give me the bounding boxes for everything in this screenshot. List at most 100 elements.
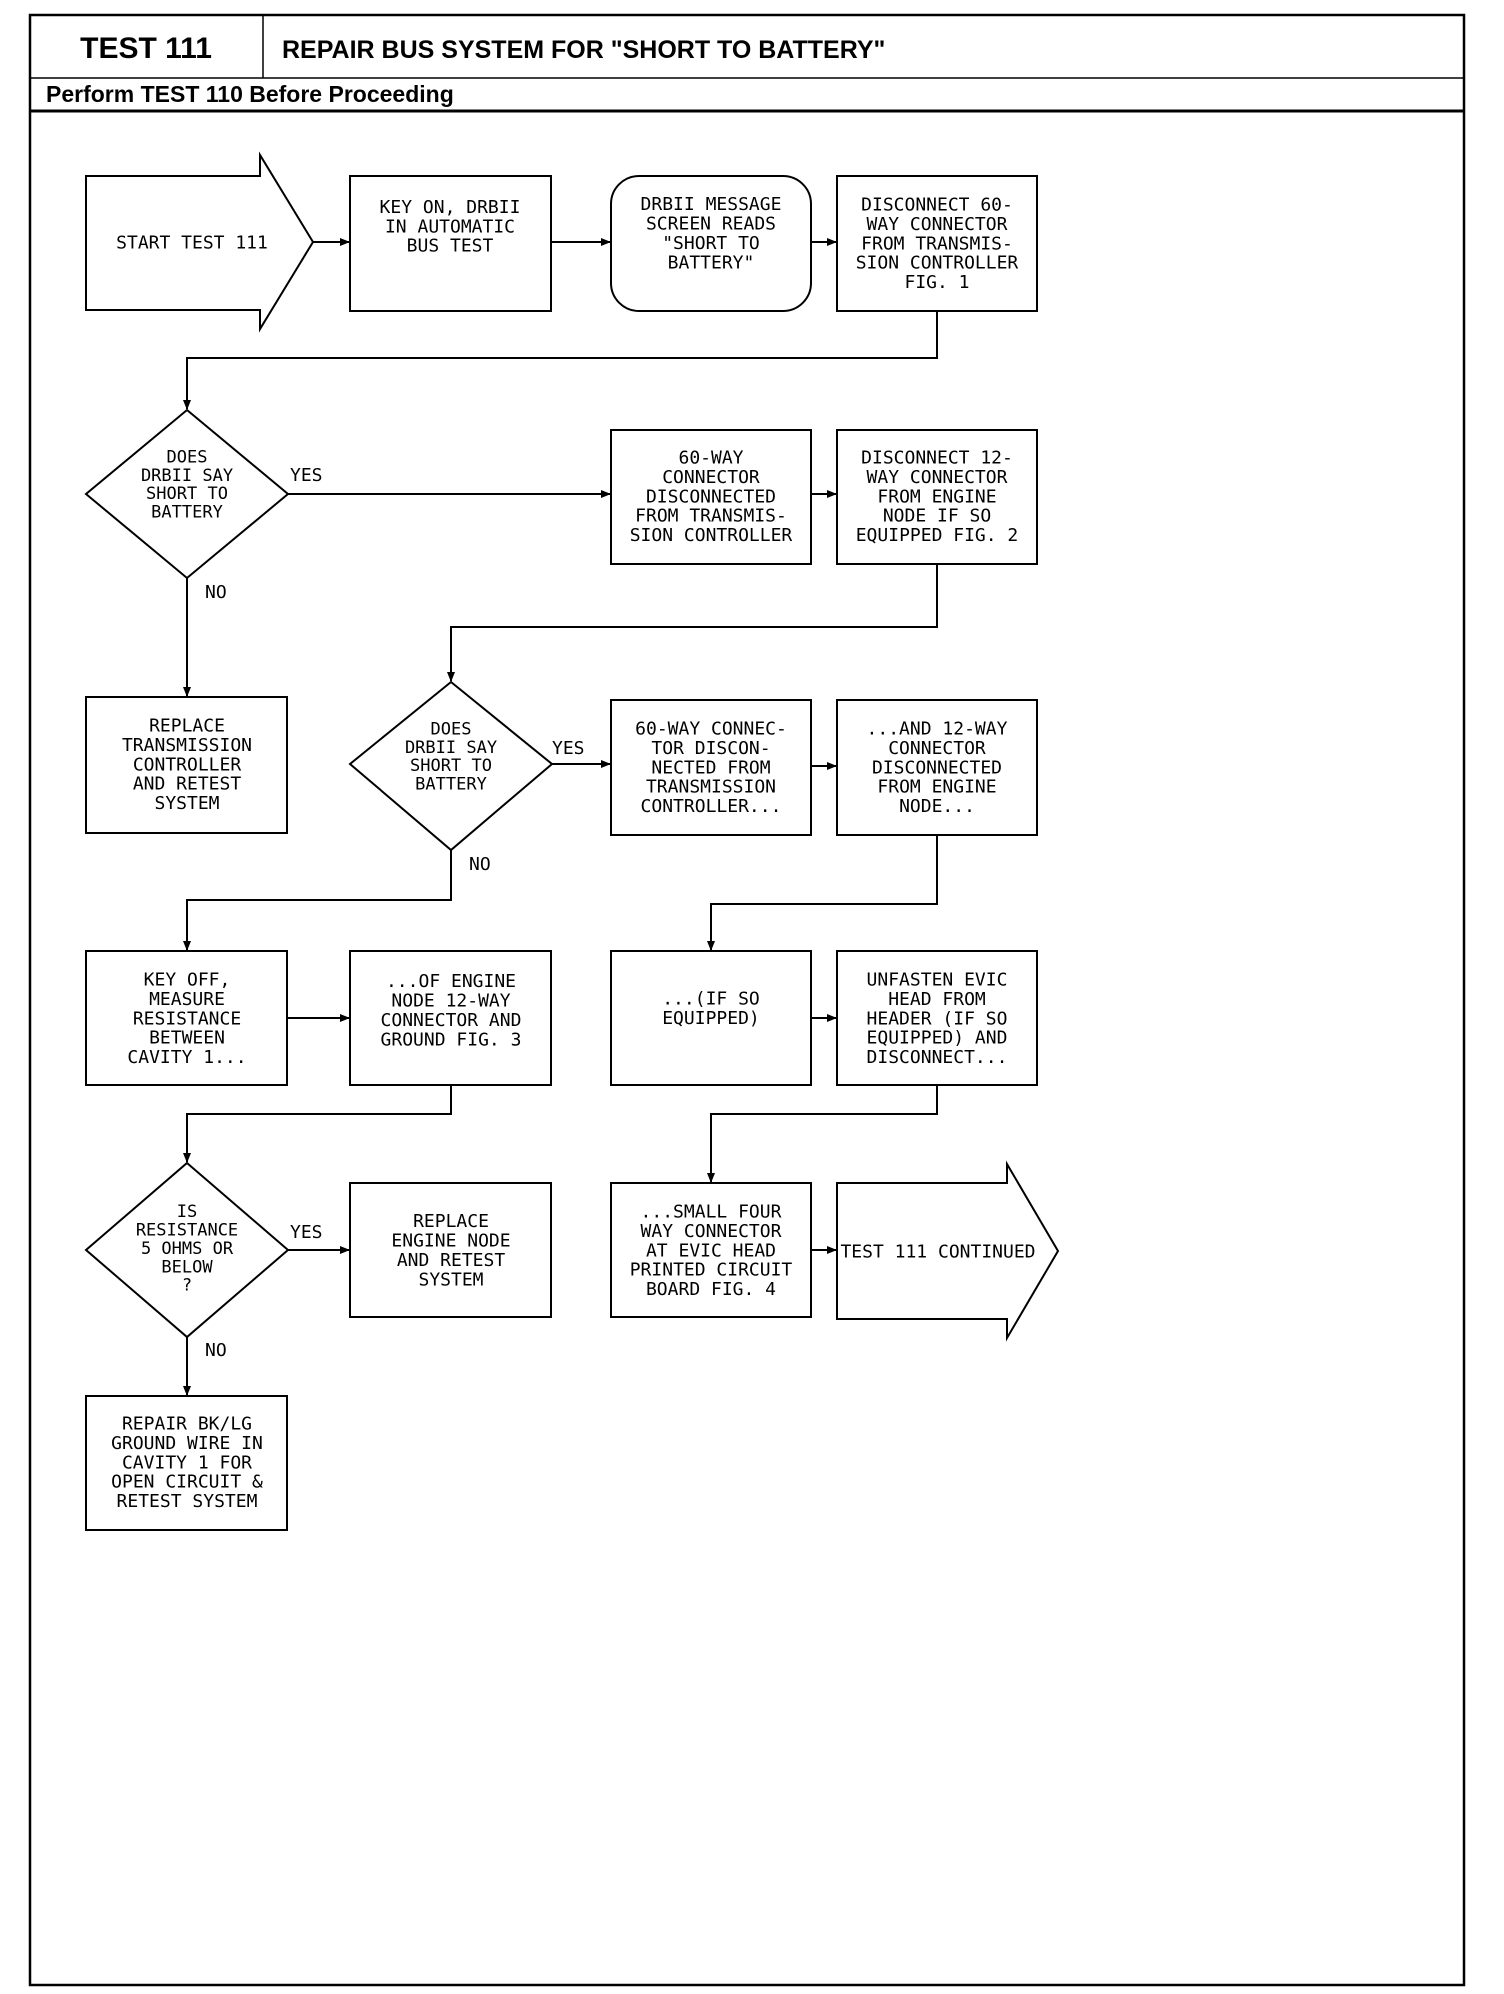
- disc12-cont-line: CONNECTOR: [888, 738, 986, 759]
- decision-2-line: SHORT TO: [410, 756, 492, 776]
- decision-3-line: IS: [177, 1202, 197, 1222]
- decision-2-line: DRBII SAY: [405, 738, 497, 758]
- decision-1-yes-label: YES: [290, 465, 323, 486]
- connector-disconnect60-decision1: [183, 311, 938, 410]
- continued-line: TEST 111 CONTINUED: [840, 1241, 1035, 1262]
- key-on-box: [349, 175, 552, 312]
- header-subtitle: Perform TEST 110 Before Proceeding: [46, 81, 454, 107]
- key-on-line: KEY ON, DRBII: [380, 197, 521, 218]
- decision-3-line: RESISTANCE: [136, 1221, 238, 1241]
- decision-3-yes-label: YES: [290, 1222, 323, 1243]
- connector-enginenode-decision3: [183, 1085, 452, 1163]
- decision-1-line: DRBII SAY: [141, 466, 233, 486]
- replace-trans-line: AND RETEST: [133, 774, 242, 795]
- start-arrow-shape: [85, 151, 315, 333]
- disc60-cont-line: TRANSMISSION: [646, 777, 776, 798]
- repair-ground-line: REPAIR BK/LG: [122, 1413, 252, 1434]
- disc12-cont-line: NODE...: [899, 796, 975, 817]
- connector-disc12cont-ifequipped: [707, 835, 938, 951]
- engine-node-line: ...OF ENGINE: [386, 971, 516, 992]
- disc60-done-line: SION CONTROLLER: [630, 525, 793, 546]
- drbii-message-box: [610, 175, 812, 312]
- page-frame: [28, 13, 1466, 1987]
- decision-2-yes-label: YES: [552, 738, 585, 759]
- disconnect-60-line: SION CONTROLLER: [856, 253, 1019, 274]
- replace-engine-box: [349, 1182, 552, 1318]
- decision-1-line: DOES: [167, 447, 208, 467]
- engine-node-line: GROUND FIG. 3: [381, 1030, 522, 1051]
- key-off-line: MEASURE: [149, 989, 225, 1010]
- disc60-done-line: 60-WAY: [678, 447, 743, 468]
- disc60-done-line: CONNECTOR: [662, 467, 760, 488]
- key-on-line: BUS TEST: [407, 236, 494, 257]
- disc60-done-box: [610, 429, 812, 565]
- disconnect-12-line: EQUIPPED FIG. 2: [856, 525, 1019, 546]
- key-off-line: CAVITY 1...: [127, 1047, 246, 1068]
- disconnect-60-line: FROM TRANSMIS-: [861, 233, 1013, 254]
- disconnect-12-line: WAY CONNECTOR: [867, 467, 1008, 488]
- replace-trans-line: SYSTEM: [154, 793, 219, 814]
- disconnect-60-line: FIG. 1: [904, 272, 969, 293]
- key-off-line: RESISTANCE: [133, 1008, 241, 1029]
- drbii-message-line: BATTERY": [668, 253, 755, 274]
- start-line: START TEST 111: [116, 232, 268, 253]
- if-equipped-line: EQUIPPED): [662, 1008, 760, 1029]
- connector-decision2-no: [183, 850, 452, 951]
- header-title: REPAIR BUS SYSTEM FOR "SHORT TO BATTERY": [282, 36, 885, 64]
- disconnect-60-line: DISCONNECT 60-: [861, 194, 1013, 215]
- replace-engine-line: REPLACE: [413, 1211, 489, 1232]
- replace-trans-line: TRANSMISSION: [122, 735, 252, 756]
- test-number: TEST 111: [80, 32, 212, 65]
- disc60-done-line: FROM TRANSMIS-: [635, 506, 787, 527]
- engine-node-line: NODE 12-WAY: [391, 991, 510, 1012]
- drbii-message-line: DRBII MESSAGE: [641, 194, 782, 215]
- unfasten-evic-line: UNFASTEN EVIC: [867, 969, 1008, 990]
- decision-3-line: 5 OHMS OR: [141, 1239, 234, 1259]
- replace-trans-line: CONTROLLER: [133, 754, 242, 775]
- if-equipped-line: ...(IF SO: [662, 989, 760, 1010]
- decision-1-no-label: NO: [205, 582, 227, 603]
- disc12-cont-line: FROM ENGINE: [877, 777, 996, 798]
- decision-3-line: BELOW: [161, 1257, 213, 1277]
- repair-ground-line: CAVITY 1 FOR: [122, 1452, 252, 1473]
- connectors: [183, 238, 938, 1396]
- unfasten-evic-line: EQUIPPED) AND: [867, 1028, 1008, 1049]
- repair-ground-line: GROUND WIRE IN: [111, 1433, 263, 1454]
- replace-trans-line: REPLACE: [149, 715, 225, 736]
- small-four-way-line: WAY CONNECTOR: [641, 1221, 782, 1242]
- drbii-message-line: SCREEN READS: [646, 214, 776, 235]
- small-four-way-line: BOARD FIG. 4: [646, 1279, 776, 1300]
- key-on-line: IN AUTOMATIC: [385, 216, 515, 237]
- start-text: START TEST 111: [116, 232, 268, 253]
- connector-unfasten-smallfourway: [707, 1085, 938, 1183]
- decision-3-no-label: NO: [205, 1340, 227, 1361]
- unfasten-evic-line: DISCONNECT...: [867, 1047, 1008, 1068]
- engine-node-line: CONNECTOR AND: [381, 1010, 522, 1031]
- disc12-cont-line: DISCONNECTED: [872, 757, 1002, 778]
- small-four-way-line: ...SMALL FOUR: [641, 1201, 782, 1222]
- disconnect-12-line: DISCONNECT 12-: [861, 447, 1013, 468]
- disc60-cont-line: 60-WAY CONNEC-: [635, 718, 787, 739]
- repair-ground-line: RETEST SYSTEM: [117, 1491, 258, 1512]
- disc60-cont-line: CONTROLLER...: [641, 796, 782, 817]
- disc60-cont-line: TOR DISCON-: [651, 738, 770, 759]
- disconnect-12-line: NODE IF SO: [883, 506, 991, 527]
- repair-ground-box: [85, 1395, 288, 1531]
- continued-text: TEST 111 CONTINUED: [840, 1241, 1035, 1262]
